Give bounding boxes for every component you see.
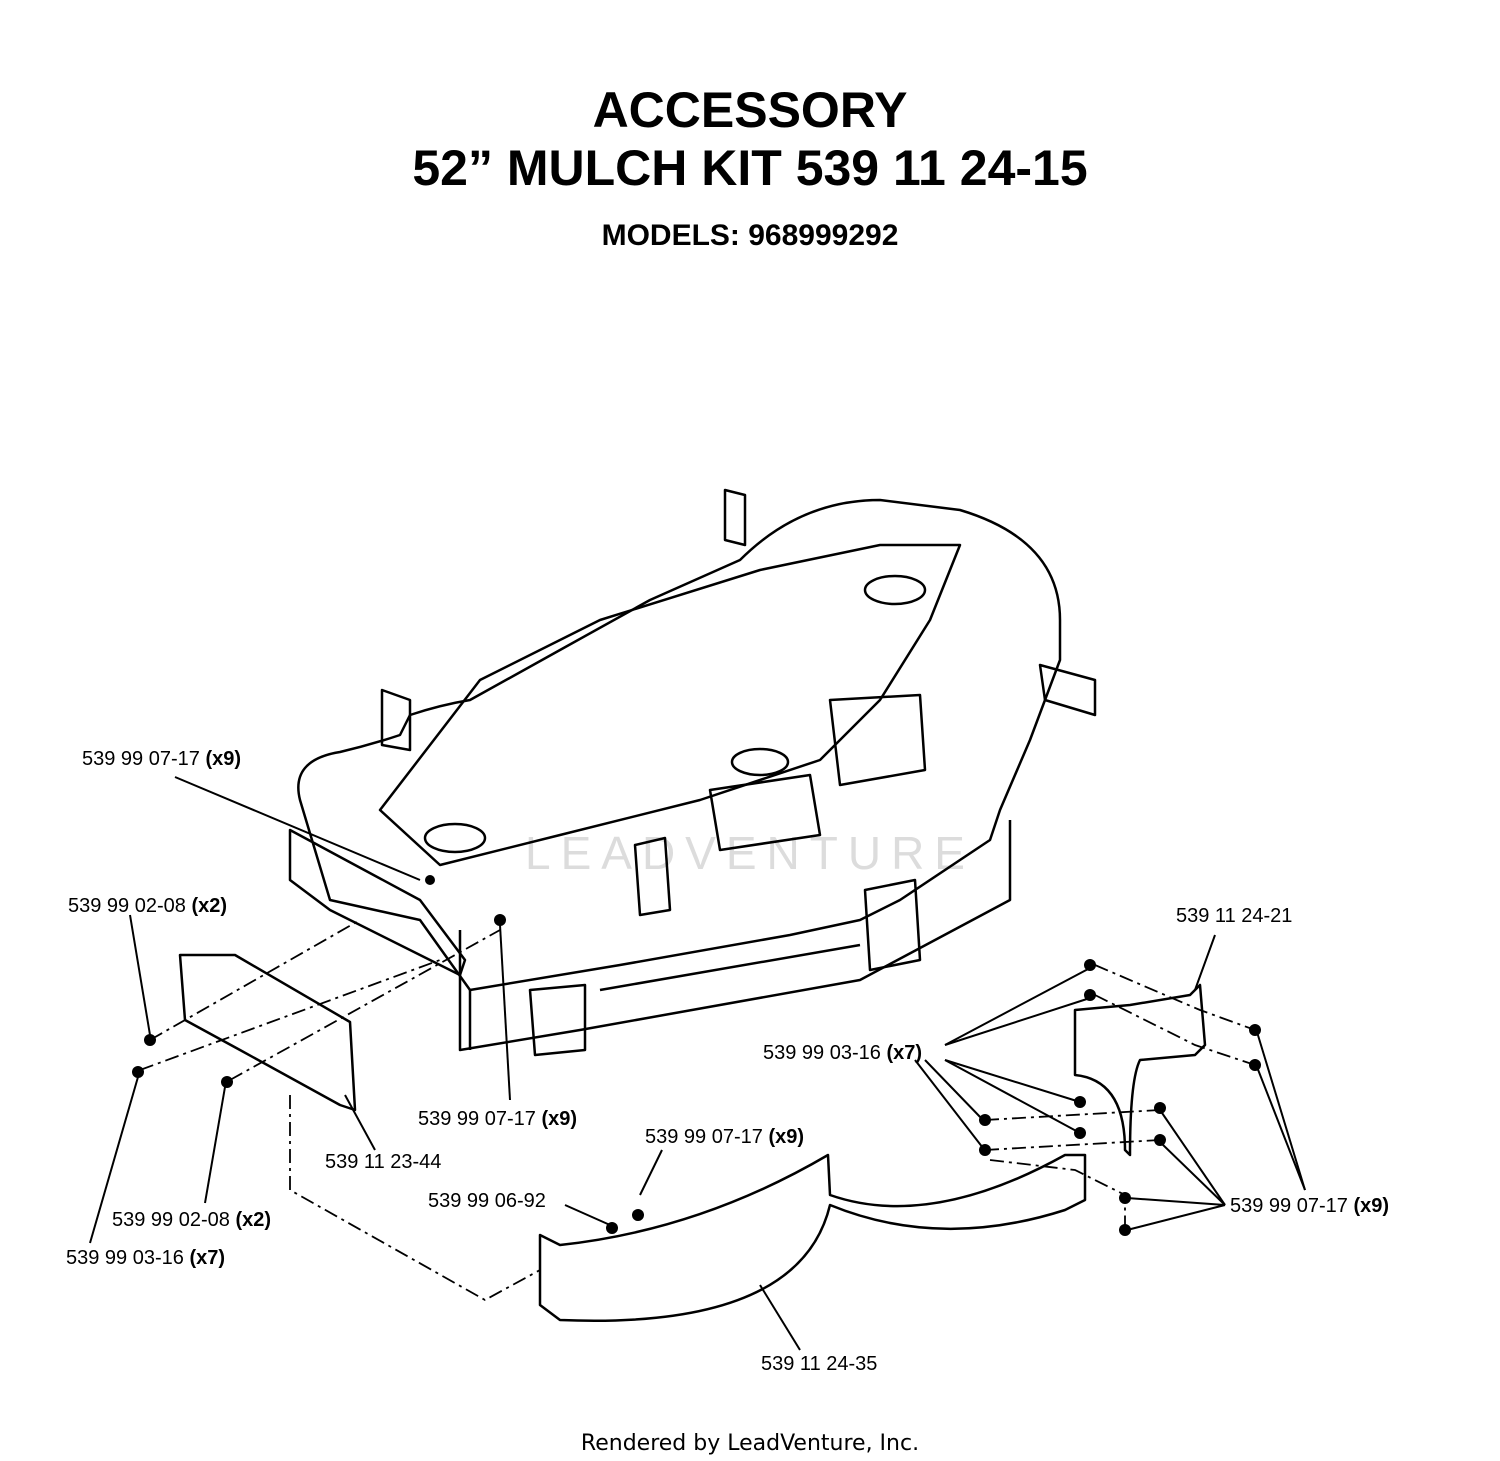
callout-539-99-07-17-a: 539 99 07-17 (x9) xyxy=(82,747,241,771)
callout-part-number: 539 11 24-21 xyxy=(1176,905,1293,927)
callout-part-number: 539 99 02-08 xyxy=(68,895,186,917)
footer-credit: Rendered by LeadVenture, Inc. xyxy=(580,1431,920,1456)
callout-539-99-07-17-d: 539 99 07-17 (x9) xyxy=(1230,1194,1389,1218)
discharge-chute-block-1 xyxy=(708,773,822,852)
spindle-opening-left xyxy=(423,822,487,854)
callout-part-number: 539 99 02-08 xyxy=(112,1209,230,1231)
callout-part-number: 539 11 23-44 xyxy=(325,1151,442,1173)
spindle-opening-right xyxy=(863,574,927,606)
callout-part-number: 539 11 24-35 xyxy=(761,1353,878,1375)
deck-outline xyxy=(297,498,1062,992)
callout-quantity: (x2) xyxy=(191,895,228,917)
callout-quantity: (x9) xyxy=(541,1108,578,1130)
bracket-rear-left xyxy=(380,688,412,752)
callout-539-99-07-17-b: 539 99 07-17 (x9) xyxy=(418,1107,577,1131)
callout-539-11-24-21: 539 11 24-21 xyxy=(1176,904,1292,928)
hanger-bracket-left xyxy=(633,836,672,917)
bracket-top xyxy=(723,488,747,547)
callout-539-99-03-16-a: 539 99 03-16 (x7) xyxy=(66,1246,225,1270)
callout-part-number: 539 99 07-17 xyxy=(1230,1195,1348,1217)
title-accessory: ACCESSORY xyxy=(592,82,908,138)
callout-part-number: 539 99 07-17 xyxy=(418,1108,536,1130)
mulch-baffle-curved xyxy=(538,1153,1087,1322)
callout-quantity: (x7) xyxy=(886,1042,923,1064)
callout-539-11-24-35: 539 11 24-35 xyxy=(761,1352,877,1376)
callout-539-99-06-92: 539 99 06-92 xyxy=(428,1189,546,1213)
title-kit: 52” MULCH KIT 539 11 24-15 xyxy=(412,140,1088,196)
callout-quantity: (x9) xyxy=(205,748,242,770)
hanger-bracket-front xyxy=(863,878,922,972)
callout-539-99-03-16-b: 539 99 03-16 (x7) xyxy=(763,1041,922,1065)
callout-quantity: (x9) xyxy=(768,1126,805,1148)
callout-539-99-07-17-c: 539 99 07-17 (x9) xyxy=(645,1125,804,1149)
callout-quantity: (x7) xyxy=(189,1247,226,1269)
discharge-chute-block-2 xyxy=(828,693,927,787)
callout-part-number: 539 99 03-16 xyxy=(763,1042,881,1064)
callout-539-11-23-44: 539 11 23-44 xyxy=(325,1150,441,1174)
bracket-front-right xyxy=(1038,663,1097,717)
hanger-bracket-mid xyxy=(528,983,587,1057)
deck-front-bar xyxy=(288,828,467,977)
mulch-plate-left xyxy=(178,953,357,1112)
deck-skirt xyxy=(458,820,1012,1052)
watermark-text: LEADVENTURE xyxy=(525,827,975,879)
callout-part-number: 539 99 03-16 xyxy=(66,1247,184,1269)
spindle-opening-center xyxy=(730,747,790,777)
models-line: MODELS: 968999292 xyxy=(601,219,899,252)
callout-part-number: 539 99 07-17 xyxy=(82,748,200,770)
callout-quantity: (x2) xyxy=(235,1209,272,1231)
callout-part-number: 539 99 07-17 xyxy=(645,1126,763,1148)
callout-part-number: 539 99 06-92 xyxy=(428,1190,546,1212)
deck-top-plate xyxy=(378,543,962,867)
callout-quantity: (x9) xyxy=(1353,1195,1390,1217)
callout-539-99-02-08-b: 539 99 02-08 (x2) xyxy=(112,1208,271,1232)
mulch-insert-bracket xyxy=(1073,983,1207,1157)
callout-539-99-02-08-a: 539 99 02-08 (x2) xyxy=(68,894,227,918)
